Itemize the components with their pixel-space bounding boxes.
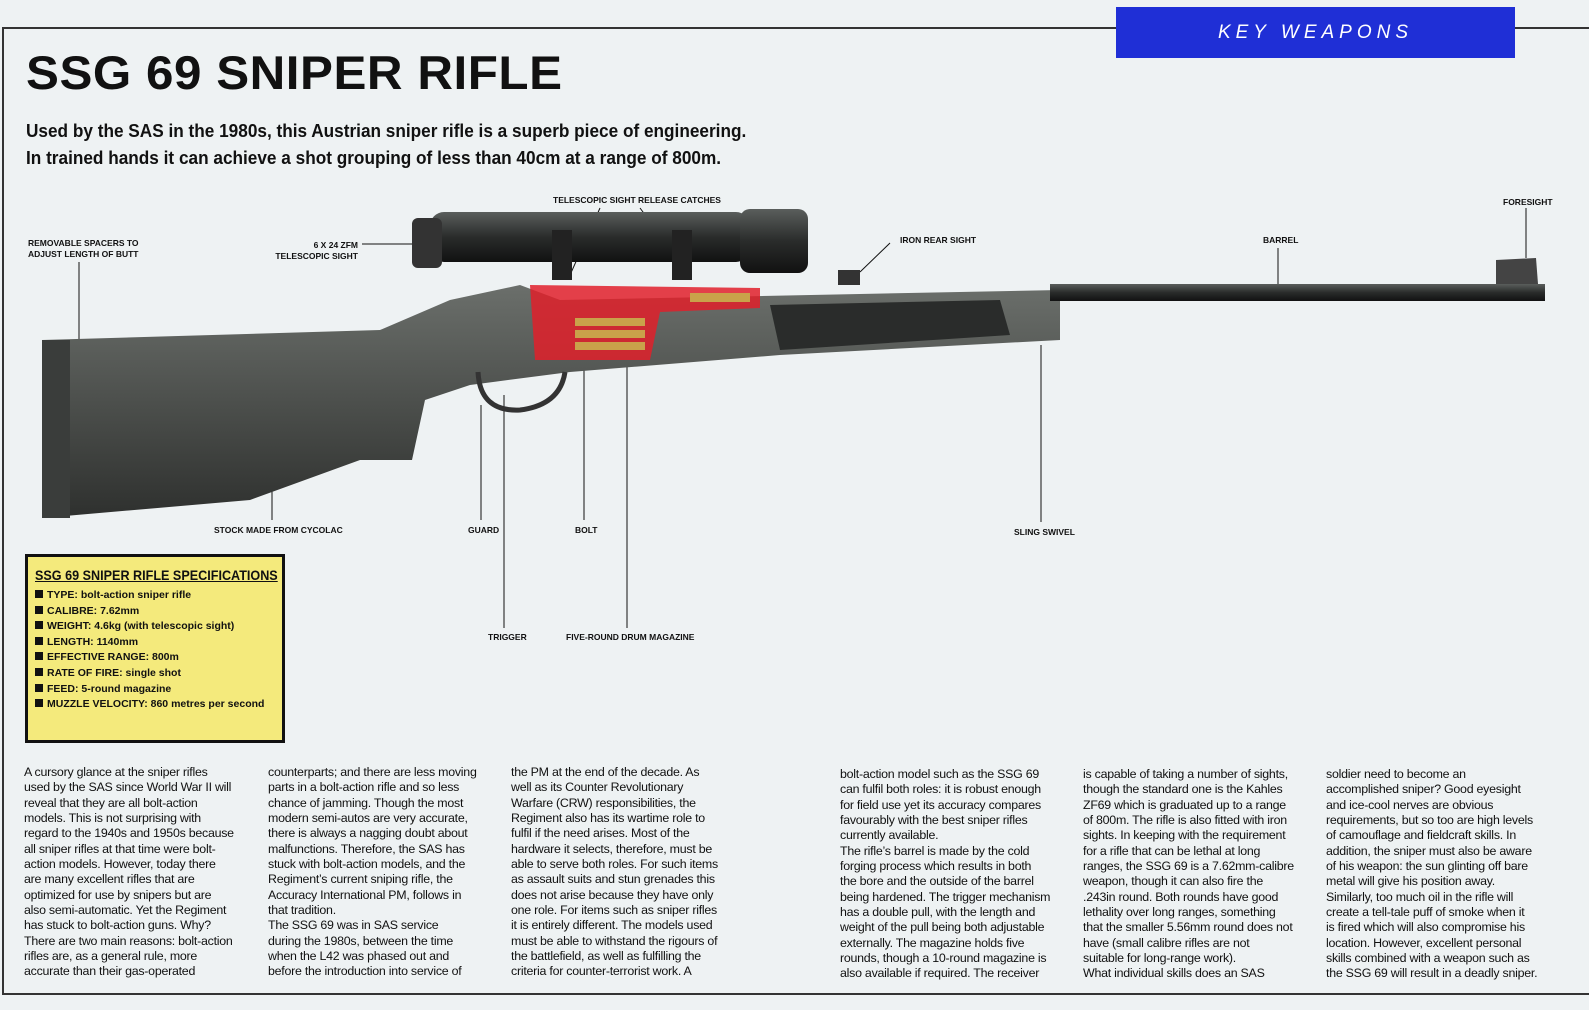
- spec-item: WEIGHT: 4.6kg (with telescopic sight): [35, 619, 275, 635]
- rifle-barrel: [1050, 284, 1545, 301]
- label-bolt: BOLT: [575, 525, 598, 535]
- specs-heading: SSG 69 SNIPER RIFLE SPECIFICATIONS: [35, 567, 278, 583]
- body-column-6: soldier need to become an accomplished s…: [1326, 767, 1538, 981]
- label-foresight: FORESIGHT: [1503, 197, 1553, 207]
- body-column-3: the PM at the end of the decade. As well…: [511, 765, 718, 979]
- page-title: SSG 69 SNIPER RIFLE: [26, 46, 563, 99]
- label-stock: STOCK MADE FROM CYCOLAC: [214, 525, 343, 535]
- label-release-catches: TELESCOPIC SIGHT RELEASE CATCHES: [553, 195, 721, 205]
- specifications-box: SSG 69 SNIPER RIFLE SPECIFICATIONS TYPE:…: [25, 554, 285, 743]
- rifle-illustration: [42, 207, 1545, 628]
- label-magazine: FIVE-ROUND DRUM MAGAZINE: [566, 632, 695, 642]
- body-column-1: A cursory glance at the sniper rifles us…: [24, 765, 234, 979]
- label-spacers: REMOVABLE SPACERS TO ADJUST LENGTH OF BU…: [28, 238, 139, 259]
- spec-item: EFFECTIVE RANGE: 800m: [35, 650, 275, 666]
- label-iron-sight: IRON REAR SIGHT: [900, 235, 977, 245]
- body-column-5: is capable of taking a number of sights,…: [1083, 767, 1294, 981]
- label-barrel: BARREL: [1263, 235, 1299, 245]
- label-sling: SLING SWIVEL: [1014, 527, 1075, 537]
- page-frame: [2, 27, 1589, 995]
- foresight: [1496, 258, 1538, 284]
- body-column-4: bolt-action model such as the SSG 69 can…: [840, 767, 1051, 981]
- spec-item: MUZZLE VELOCITY: 860 metres per second: [35, 697, 275, 713]
- spec-item: TYPE: bolt-action sniper rifle: [35, 588, 275, 604]
- label-guard: GUARD: [468, 525, 500, 535]
- spec-item: RATE OF FIRE: single shot: [35, 666, 275, 682]
- spec-item: LENGTH: 1140mm: [35, 635, 275, 651]
- telescopic-sight: [430, 212, 750, 262]
- spec-item: FEED: 5-round magazine: [35, 682, 275, 698]
- trigger-guard: [475, 371, 568, 413]
- label-trigger: TRIGGER: [488, 632, 527, 642]
- section-banner: KEY WEAPONS: [1116, 7, 1515, 58]
- body-column-2: counterparts; and there are less moving …: [268, 765, 477, 979]
- intro-text: Used by the SAS in the 1980s, this Austr…: [26, 120, 747, 168]
- callout-lines: [78, 207, 1527, 628]
- spec-item: CALIBRE: 7.62mm: [35, 604, 275, 620]
- iron-rear-sight: [838, 270, 860, 285]
- label-scope: 6 X 24 ZFM TELESCOPIC SIGHT: [275, 240, 358, 261]
